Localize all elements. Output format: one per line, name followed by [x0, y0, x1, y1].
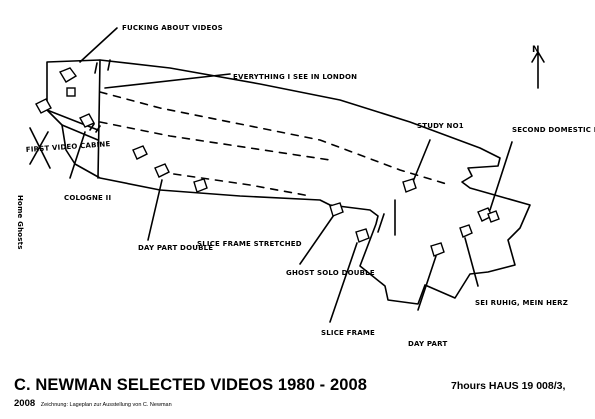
caption-title: C. NEWMAN SELECTED VIDEOS 1980 - 2008 [14, 376, 368, 394]
caption-credit: Zeichnung: Lageplan zur Ausstellung von … [40, 402, 172, 408]
projector-icon [487, 210, 500, 223]
label-home-ghosts: Home Ghosts [16, 195, 24, 250]
projector-icon [193, 178, 208, 193]
projector-icon [66, 87, 76, 97]
room-outline [46, 59, 531, 305]
pointer-line [489, 141, 513, 211]
partition-wall [61, 124, 99, 141]
projector-icon [402, 178, 417, 193]
label-slice-frame-stretched: SLICE FRAME STRETCHED [197, 240, 302, 248]
pointer-line [147, 179, 163, 241]
cross-mark [29, 127, 51, 169]
dashed-wall [159, 171, 311, 197]
projector-icon [154, 163, 170, 178]
projector-icon [355, 228, 370, 243]
pointer-line [411, 139, 431, 185]
label-cologne: COLOGNE II [64, 194, 111, 202]
projector-icon [329, 202, 344, 217]
label-ghost-solo-double: GHOST SOLO DOUBLE [286, 269, 375, 277]
dashed-wall [99, 91, 451, 186]
caption-line2: 2008 Zeichnung: Lageplan zur Ausstellung… [14, 398, 172, 409]
pointer-line [299, 211, 337, 265]
divider-wall [377, 199, 396, 236]
label-fucking: FUCKING ABOUT VIDEOS [122, 24, 223, 32]
projector-icon [79, 113, 95, 128]
projector-icon [430, 242, 445, 257]
pointer-line [79, 27, 118, 63]
pointer-line [464, 237, 479, 287]
pointer-line [69, 131, 86, 179]
door-mark [89, 59, 111, 133]
label-everything: EVERYTHING I SEE IN LONDON [233, 73, 357, 81]
caption-year: 2008 [14, 398, 36, 409]
projector-icon [459, 224, 473, 238]
projector-icon [35, 98, 52, 114]
partition-wall [46, 109, 99, 131]
label-slice-frame: SLICE FRAME [321, 329, 375, 337]
projector-icons [35, 67, 500, 257]
dashed-wall [99, 121, 331, 161]
caption-subtitle: 7hours HAUS 19 008/3, [451, 380, 566, 392]
projector-icon [132, 145, 148, 160]
pointer-line [417, 255, 437, 311]
partition-wall [97, 59, 101, 179]
label-day-part: DAY PART [408, 340, 447, 348]
pointer-line [104, 73, 231, 89]
north-arrow [531, 51, 545, 89]
label-sei-ruhig: SEI RUHIG, MEIN HERZ [475, 299, 568, 307]
label-north: N [532, 45, 540, 55]
label-study: STUDY NO1 [417, 122, 464, 130]
label-second-domestic: SECOND DOMESTIC INSTALLATION [512, 126, 595, 134]
label-day-part-double: DAY PART DOUBLE [138, 244, 213, 252]
pointer-line [329, 242, 358, 323]
projector-icon [58, 67, 78, 83]
